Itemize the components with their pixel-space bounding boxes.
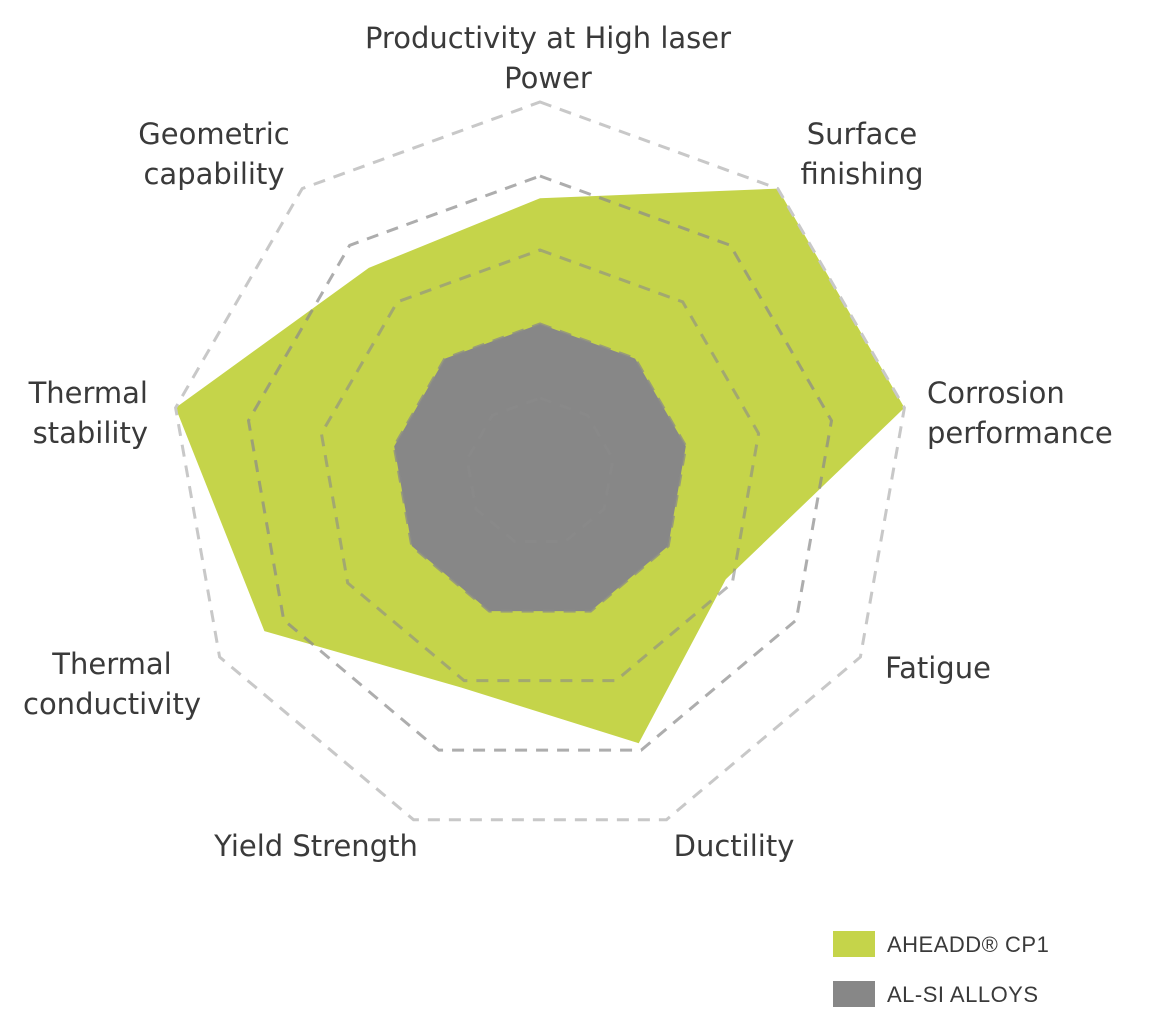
axis-label-0-line-1: Power xyxy=(504,61,592,95)
axis-label-1-line-1: finishing xyxy=(800,157,923,191)
axis-label-4-line-0: Ductility xyxy=(674,829,795,863)
axis-label-5-line-0: Yield Strength xyxy=(213,829,418,863)
legend-swatch-aheadd-cp1 xyxy=(833,931,875,957)
legend-label-aheadd-cp1: AHEADD® CP1 xyxy=(887,932,1049,957)
legend-label-al-si-alloys: AL-SI ALLOYS xyxy=(887,982,1039,1007)
radar-grid xyxy=(174,100,906,822)
axis-label-6-line-0: Thermal xyxy=(51,647,171,681)
grid-ring-5 xyxy=(174,100,906,822)
grid-ring-1 xyxy=(465,396,615,543)
grid-ring-4 xyxy=(246,174,834,752)
grid-ring-2 xyxy=(392,322,688,613)
axis-label-7-line-1: stability xyxy=(33,416,148,450)
axis-label-0-line-0: Productivity at High laser xyxy=(365,21,731,55)
grid-ring-3 xyxy=(319,248,761,683)
radar-series xyxy=(175,188,905,744)
axis-label-8-line-1: capability xyxy=(143,157,284,191)
axis-label-7-line-0: Thermal xyxy=(28,376,148,410)
axis-label-3-line-0: Fatigue xyxy=(885,651,991,685)
axis-label-2-line-1: performance xyxy=(927,416,1113,450)
legend-swatch-al-si-alloys xyxy=(833,981,875,1007)
legend: AHEADD® CP1 AL-SI ALLOYS xyxy=(833,931,1049,1007)
axis-label-6-line-1: conductivity xyxy=(23,687,201,721)
axis-label-8-line-0: Geometric xyxy=(138,117,289,151)
series-area-al-si-alloys xyxy=(394,324,686,612)
axis-label-2-line-0: Corrosion xyxy=(927,376,1065,410)
axis-label-1-line-0: Surface xyxy=(807,117,917,151)
